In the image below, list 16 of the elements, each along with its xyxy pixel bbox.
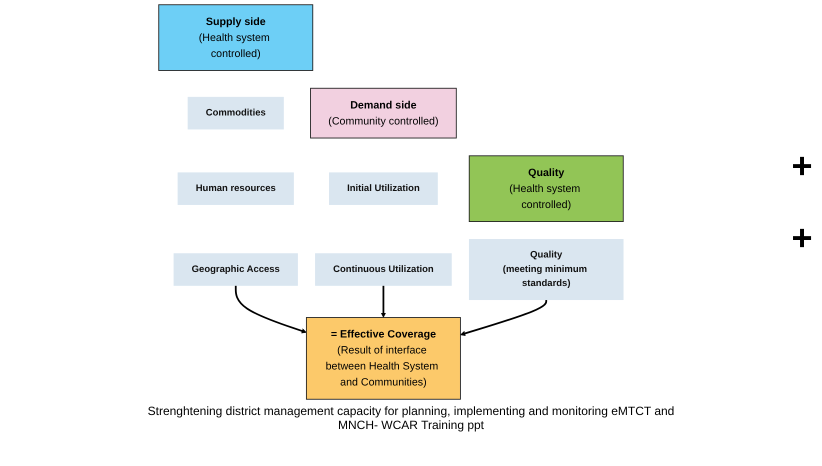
node-box: Initial Utilization: [329, 172, 438, 205]
node-box: Continuous Utilization: [315, 253, 452, 286]
node-box: Demand side (Community controlled): [310, 88, 457, 138]
node-box: = Effective Coverage (Result of interface between Health System and Communities): [306, 317, 461, 400]
node-box: Quality (Health system controlled): [468, 155, 624, 222]
arrow: [380, 286, 386, 318]
plus-sign: +: [791, 217, 813, 259]
plus-sign: +: [791, 145, 813, 187]
node-box: Commodities: [188, 96, 284, 130]
node-box: Quality (meeting minimum standards): [468, 239, 624, 300]
node-box: Geographic Access: [174, 253, 298, 286]
caption: Strenghtening district management capacity for planning, implementing and monitoring eMTCT and MNCH- WCAR Training ppt: [146, 404, 676, 432]
node-box: Supply side (Health system controlled): [158, 4, 314, 71]
arrow: [234, 286, 307, 334]
arrow: [460, 300, 548, 336]
node-box: Human resources: [178, 172, 294, 205]
